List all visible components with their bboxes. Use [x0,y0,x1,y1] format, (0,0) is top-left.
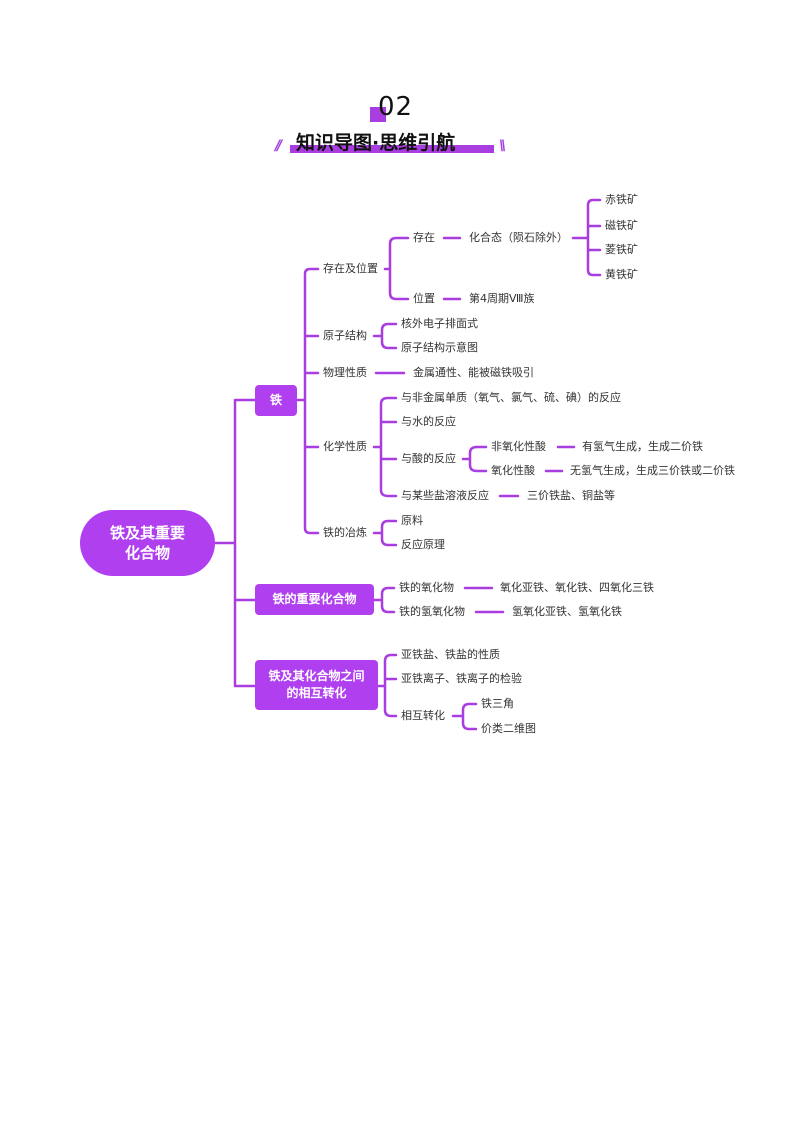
node-mutual: 相互转化 [401,709,445,722]
node-hydroxide: 铁的氢氧化物 [399,605,465,618]
node-smelting-item: 原料 [401,514,423,527]
node-atomic-item: 原子结构示意图 [401,341,478,354]
node-combined: 化合态（陨石除外） [469,231,568,244]
node-ore: 菱铁矿 [605,243,638,256]
node-ox-result: 无氢气生成，生成三价铁或二价铁 [570,464,735,477]
node-compounds[interactable]: 铁的重要化合物 [255,584,374,615]
node-salt: 与某些盐溶液反应 [401,489,489,502]
node-existence: 存在及位置 [323,262,378,275]
node-chemical: 化学性质 [323,440,367,453]
node-nonox-result: 有氢气生成，生成二价铁 [582,440,703,453]
node-water: 与水的反应 [401,415,456,428]
slash-decoration-right: \\ [499,138,506,154]
node-oxide: 铁的氧化物 [399,581,454,594]
node-conversion-item: 亚铁离子、铁离子的检验 [401,672,522,685]
node-iron[interactable]: 铁 [255,385,297,416]
node-acid: 与酸的反应 [401,452,456,465]
node-physical-value: 金属通性、能被磁铁吸引 [413,366,534,379]
node-oxide-list: 氧化亚铁、氧化铁、四氧化三铁 [500,581,654,594]
node-cunzai: 存在 [413,231,435,244]
node-ore: 赤铁矿 [605,193,638,206]
node-atomic-item: 核外电子排面式 [401,317,478,330]
slash-decoration-left: // [275,138,282,154]
node-salt-result: 三价铁盐、铜盐等 [527,489,615,502]
node-mutual-item: 价类二维图 [481,722,536,735]
node-smelting-item: 反应原理 [401,538,445,551]
node-ore: 黄铁矿 [605,268,638,281]
section-number: 02 [378,92,414,122]
node-physical: 物理性质 [323,366,367,379]
node-mutual-item: 铁三角 [481,697,514,710]
node-nonmetal: 与非金属单质（氧气、氯气、硫、碘）的反应 [401,391,621,404]
node-hydroxide-list: 氢氧化亚铁、氢氧化铁 [512,605,622,618]
node-smelting: 铁的冶炼 [323,526,367,539]
node-weizhi: 位置 [413,292,435,305]
node-ore: 磁铁矿 [605,219,638,232]
node-conversion[interactable]: 铁及其化合物之间的相互转化 [255,660,378,710]
node-nonox-acid: 非氧化性酸 [491,440,546,453]
title-underline [290,145,494,153]
number-accent [370,107,386,122]
root-node[interactable]: 铁及其重要化合物 [80,510,215,576]
node-atomic: 原子结构 [323,329,367,342]
node-ox-acid: 氧化性酸 [491,464,535,477]
section-title: 知识导图·思维引航 [296,132,456,154]
node-conversion-item: 亚铁盐、铁盐的性质 [401,648,500,661]
node-period: 第4周期Ⅷ族 [469,292,535,305]
